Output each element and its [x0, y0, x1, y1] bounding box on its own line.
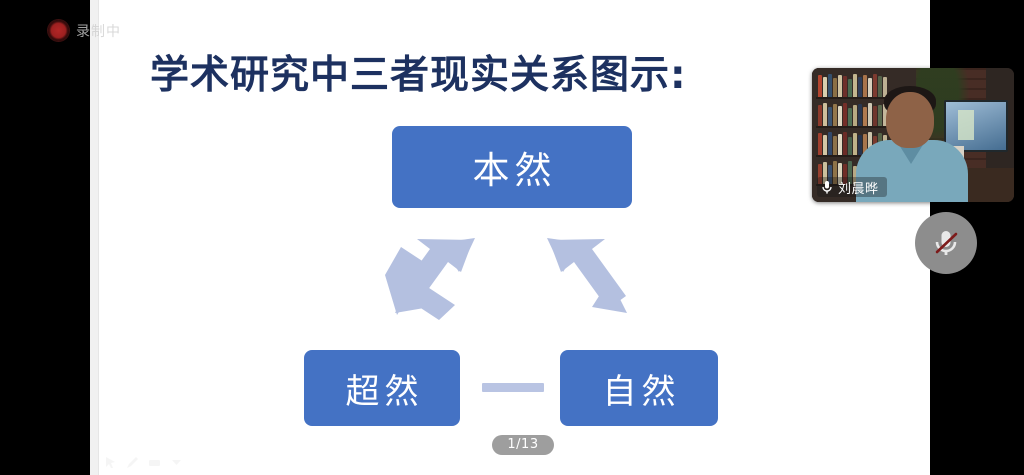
slide-left-edge — [90, 0, 99, 475]
microphone-muted-icon — [935, 231, 958, 255]
pointer-icon[interactable] — [104, 456, 117, 469]
recording-indicator: 录制中 — [48, 20, 121, 41]
relationship-diagram: 本然 超然 自然 — [90, 0, 930, 475]
monitor-screen-content — [958, 110, 974, 140]
slide-annotation-toolbar[interactable] — [104, 456, 183, 469]
recording-label: 录制中 — [76, 23, 121, 40]
video-frame — [812, 68, 1014, 202]
left-black-rail — [0, 0, 90, 475]
pen-icon[interactable] — [126, 456, 139, 469]
participant-name-chip: 刘晨晔 — [817, 177, 887, 197]
participant-video-tile[interactable]: 刘晨晔 — [812, 68, 1014, 202]
diagram-arrows — [385, 238, 627, 320]
recording-dot-icon — [48, 20, 69, 41]
slide-canvas[interactable]: 学术研究中三者现实关系图示: — [90, 0, 930, 475]
page-indicator: 1/13 — [492, 435, 554, 455]
mute-toggle-button[interactable] — [915, 212, 977, 274]
diagram-node-top-label: 本然 — [472, 149, 557, 192]
microphone-icon — [821, 180, 833, 195]
background-monitor — [944, 100, 1008, 152]
chevron-down-icon[interactable] — [170, 456, 183, 469]
diagram-node-left-label: 超然 — [345, 371, 424, 412]
participant-face — [886, 92, 934, 148]
participant-name: 刘晨晔 — [838, 181, 879, 197]
diagram-node-right-label: 自然 — [602, 371, 681, 412]
diagram-node-right: 自然 — [560, 350, 718, 426]
diagram-node-top: 本然 — [392, 126, 632, 208]
slide-title: 学术研究中三者现实关系图示: — [150, 53, 687, 98]
eraser-icon[interactable] — [148, 456, 161, 469]
diagram-horizontal-connector — [482, 383, 544, 392]
diagram-node-left: 超然 — [304, 350, 460, 426]
